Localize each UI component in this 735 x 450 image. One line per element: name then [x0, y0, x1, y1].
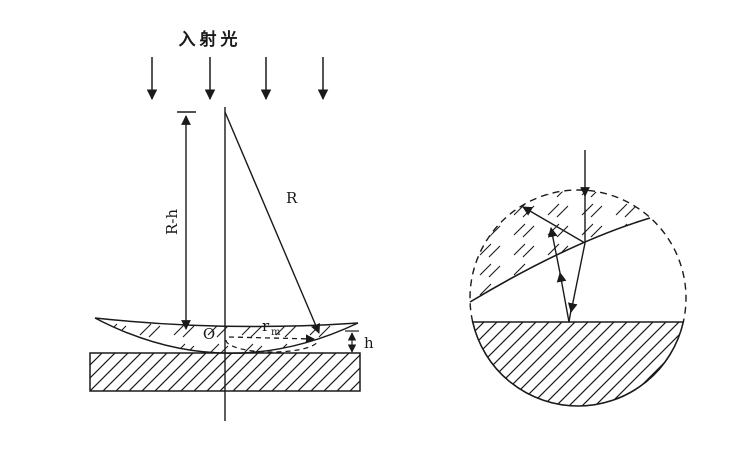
radius-label: R: [286, 189, 298, 207]
incident-light-label: 入射光: [179, 29, 242, 50]
ring-ellipse-dashed: [225, 339, 319, 353]
plano-convex-lens: [94, 317, 359, 355]
radius-line: [224, 111, 321, 334]
transmitted-ray-down: [567, 242, 586, 313]
lens-glass-hatch: [95, 318, 358, 354]
origin-label: O: [203, 325, 215, 343]
detail-rays: [522, 150, 590, 323]
lens-top-surface: [94, 317, 359, 328]
detail-lens-glass-hatch: [469, 190, 650, 302]
detail-circle-dashed: [469, 189, 687, 323]
glass-plate: [89, 352, 361, 392]
ring-radius-subscript: m: [271, 327, 281, 338]
reflected-ray-plate: [556, 272, 570, 323]
gap-label: h: [364, 334, 374, 352]
exiting-ray: [547, 227, 561, 274]
gap-dimension: [345, 330, 359, 353]
detail-lens-surface: [469, 217, 651, 303]
ring-radius-dimension: [225, 334, 319, 353]
reflected-ray-top-surface: [522, 206, 586, 244]
incident-light-arrows: [146, 57, 329, 101]
ring-radius-label: r: [262, 317, 270, 335]
detail-plate-segment: [471, 321, 685, 407]
magnified-detail: [469, 150, 687, 407]
r-minus-h-dimension: [177, 111, 196, 330]
r-minus-h-label: R-h: [163, 209, 181, 235]
